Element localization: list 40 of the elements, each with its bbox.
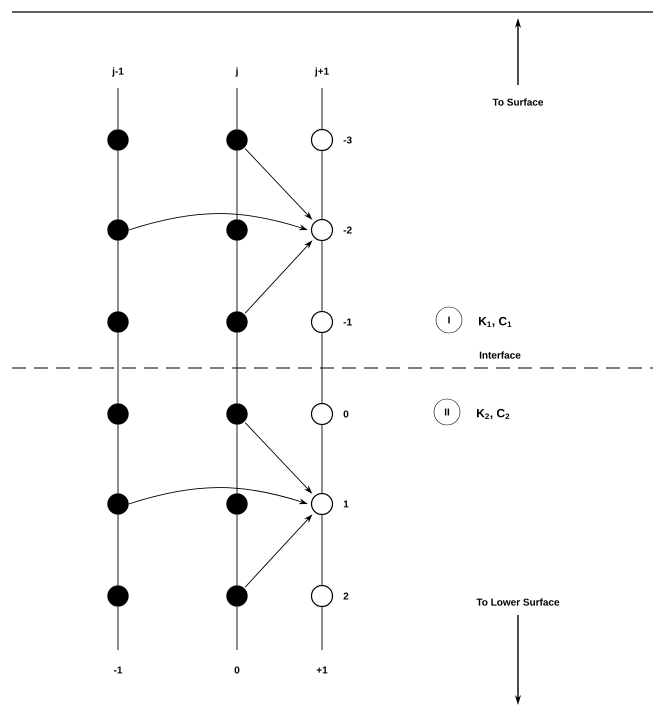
open-grid-point — [310, 492, 334, 516]
row-index: -2 — [344, 226, 352, 234]
column-label: j-1 — [112, 67, 124, 77]
open-grid-point — [310, 218, 334, 242]
grid-line — [236, 514, 238, 586]
grid-line — [236, 424, 238, 494]
direction-label: To Lower Surface — [476, 598, 560, 606]
row-index: 2 — [344, 592, 348, 600]
filled-grid-point — [226, 493, 248, 515]
grid-line — [236, 332, 238, 404]
column-index: +1 — [316, 666, 328, 674]
open-grid-point — [310, 128, 334, 152]
filled-grid-point — [107, 311, 129, 333]
filled-grid-point — [107, 219, 129, 241]
filled-grid-point — [107, 403, 129, 425]
direction-label: To Surface — [492, 98, 544, 106]
grid-line — [236, 240, 238, 312]
row-index: 1 — [344, 500, 348, 508]
row-index: -3 — [344, 136, 352, 144]
region-parameters: K$_{1}$, C$_{1}$ — [479, 316, 512, 328]
filled-grid-point — [107, 585, 129, 607]
open-grid-point — [310, 402, 334, 426]
interface-label: Interface — [480, 351, 520, 359]
column-label: j+1 — [314, 67, 329, 77]
row-index: 0 — [344, 410, 348, 418]
region-parameters: K$_{2}$, C$_{2}$ — [477, 408, 510, 420]
filled-grid-point — [107, 129, 129, 151]
open-grid-point — [310, 584, 334, 608]
filled-grid-point — [226, 585, 248, 607]
column-label: j — [235, 67, 238, 77]
filled-grid-point — [226, 311, 248, 333]
row-index: -1 — [344, 318, 352, 326]
filled-grid-point — [226, 219, 248, 241]
grid-line — [236, 150, 238, 220]
filled-grid-point — [107, 493, 129, 515]
column-index: 0 — [234, 666, 240, 674]
filled-grid-point — [226, 129, 248, 151]
column-index: -1 — [114, 666, 122, 674]
open-grid-point — [310, 310, 334, 334]
filled-grid-point — [226, 403, 248, 425]
